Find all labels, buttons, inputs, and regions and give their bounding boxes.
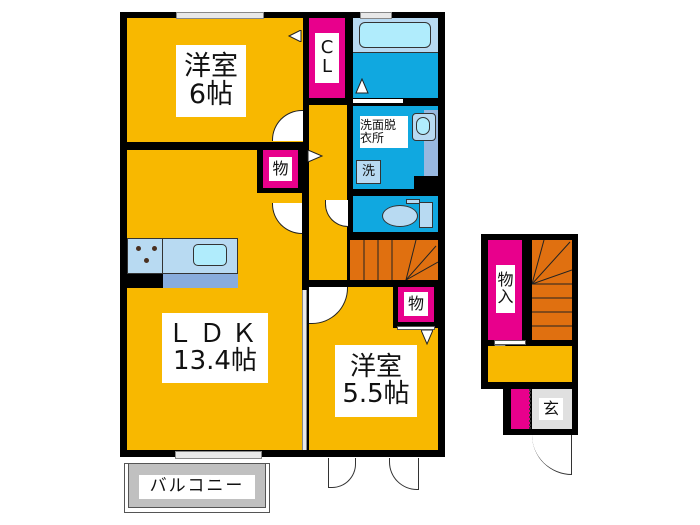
washroom-label: 洗面脱 衣所 bbox=[360, 116, 408, 148]
room-name: 洋室 bbox=[184, 50, 238, 82]
stair-lines bbox=[363, 240, 438, 280]
toilet-bowl bbox=[382, 205, 418, 227]
genkan-label: 玄 bbox=[539, 398, 563, 420]
entrance-staircase bbox=[532, 240, 572, 340]
door-indicator-icon bbox=[355, 78, 369, 94]
stove bbox=[127, 238, 163, 274]
bath-door bbox=[353, 99, 403, 103]
sink-basin bbox=[416, 117, 430, 135]
room-size: 6帖 bbox=[188, 79, 234, 110]
burner bbox=[136, 246, 141, 251]
shoe-storage-divider bbox=[529, 389, 531, 429]
entrance-landing bbox=[488, 346, 572, 382]
exterior-door bbox=[389, 458, 419, 490]
counter-cabinet bbox=[163, 274, 238, 288]
kitchen-sink bbox=[193, 244, 227, 266]
western-room-6-label: 洋室 6帖 bbox=[176, 45, 246, 117]
balcony-window bbox=[175, 451, 262, 459]
storage-entry-label: 物 入 bbox=[496, 265, 515, 313]
washroom-notch bbox=[414, 176, 438, 190]
bathtub bbox=[359, 22, 431, 48]
counter-base bbox=[127, 274, 163, 288]
closet-label: C L bbox=[315, 33, 339, 83]
western-room-5-5-label: 洋室 5.5帖 bbox=[335, 345, 417, 417]
door-indicator-icon bbox=[287, 30, 302, 42]
room-name: ＬＤＫ bbox=[166, 318, 263, 349]
bath-window bbox=[360, 12, 392, 19]
window bbox=[176, 12, 264, 19]
toilet-tank bbox=[419, 202, 433, 228]
room-name: 洋室 bbox=[349, 351, 402, 382]
burner bbox=[152, 246, 157, 251]
room-size: 13.4帖 bbox=[173, 346, 257, 376]
shoe-storage bbox=[511, 389, 530, 429]
storage-1-label: 物 bbox=[269, 157, 292, 181]
entrance-door bbox=[532, 435, 572, 475]
hallway bbox=[309, 105, 347, 280]
toilet-lid bbox=[406, 199, 420, 204]
exterior-door bbox=[328, 458, 356, 488]
sliding-door bbox=[302, 290, 307, 450]
room-size: 5.5帖 bbox=[342, 379, 410, 409]
storage-entry-door bbox=[494, 340, 526, 345]
balcony-label: バルコニー bbox=[139, 475, 255, 499]
burner bbox=[144, 258, 149, 263]
storage-2-door bbox=[397, 326, 435, 330]
ldk-label: ＬＤＫ 13.4帖 bbox=[162, 313, 268, 383]
stair-lines bbox=[532, 240, 572, 327]
washer-label: 洗 bbox=[359, 163, 378, 181]
door-indicator-icon bbox=[307, 150, 324, 162]
ldk-room bbox=[127, 150, 302, 450]
storage-2-label: 物 bbox=[404, 292, 428, 316]
door-indicator-icon bbox=[421, 330, 433, 346]
